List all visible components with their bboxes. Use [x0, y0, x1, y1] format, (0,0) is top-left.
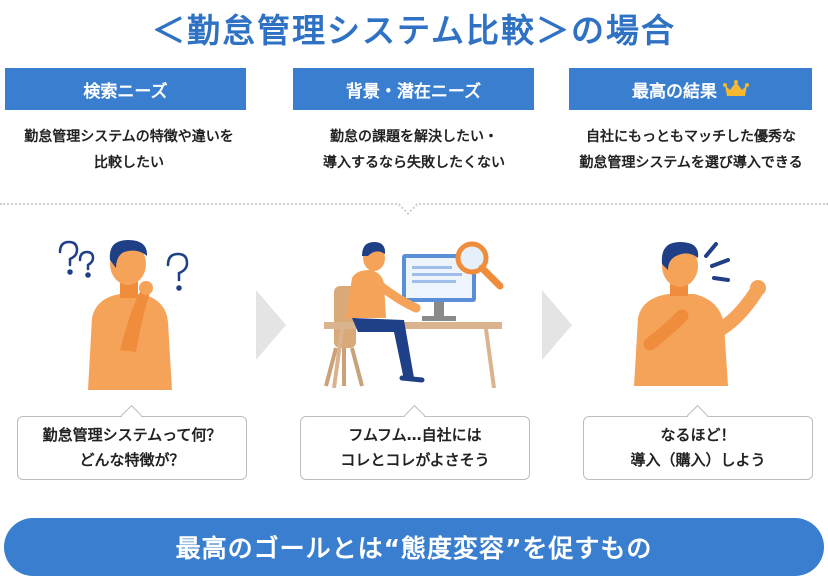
header-label: 背景・潜在ニーズ: [345, 81, 482, 102]
desc-line: 勤怠管理システムの特徴や違いを: [24, 129, 234, 145]
header-label: 検索ニーズ: [83, 81, 168, 102]
confused-person-illustration: [58, 240, 189, 390]
bubble-line: 導入（購入）しよう: [630, 451, 766, 469]
chevron-right-icon: [542, 290, 572, 360]
speech-bubble-question: 勤怠管理システムって何？ どんな特徴が？: [17, 416, 247, 480]
satisfied-person-illustration: [634, 242, 766, 386]
speech-bubble-consider: フムフム…自社には コレとコレがよさそう: [300, 416, 530, 480]
desc-best-result: 自社にもっともマッチした優秀な 勤怠管理システムを選び導入できる: [556, 124, 826, 176]
desc-latent-needs: 勤怠の課題を解決したい・ 導入するなら失敗したくない: [279, 124, 549, 176]
header-latent-needs: 背景・潜在ニーズ: [293, 68, 534, 110]
header-best-result: 最高の結果: [569, 68, 812, 110]
desc-search-needs: 勤怠管理システムの特徴や違いを 比較したい: [0, 124, 264, 176]
question-mark-icon: [58, 240, 189, 291]
desc-line: 勤怠管理システムを選び導入できる: [579, 155, 803, 171]
divider-notch: [398, 195, 418, 215]
bubble-line: どんな特徴が？: [79, 451, 185, 469]
desc-line: 導入するなら失敗したくない: [323, 155, 505, 171]
page-title: ＜勤怠管理システム比較＞の場合: [151, 11, 676, 50]
bubble-line: なるほど！: [660, 426, 736, 444]
header-label: 最高の結果: [632, 81, 717, 102]
desc-line: 勤怠の課題を解決したい・: [330, 129, 498, 145]
magnifier-icon: [455, 241, 504, 290]
exclamation-lines-icon: [704, 242, 730, 282]
bubble-line: フムフム…自社には: [348, 426, 482, 444]
crown-icon: [723, 80, 749, 96]
header-search-needs: 検索ニーズ: [5, 68, 246, 110]
desc-line: 比較したい: [94, 155, 164, 171]
bubble-line: コレとコレがよさそう: [340, 451, 490, 469]
desc-line: 自社にもっともマッチした優秀な: [586, 129, 796, 145]
person-at-computer-illustration: [324, 241, 504, 388]
goal-banner: 最高のゴールとは“態度変容”を促すもの: [4, 518, 824, 576]
chevron-right-icon: [256, 290, 286, 360]
speech-bubble-decide: なるほど！ 導入（購入）しよう: [583, 416, 813, 480]
bubble-line: 勤怠管理システムって何？: [42, 426, 222, 444]
